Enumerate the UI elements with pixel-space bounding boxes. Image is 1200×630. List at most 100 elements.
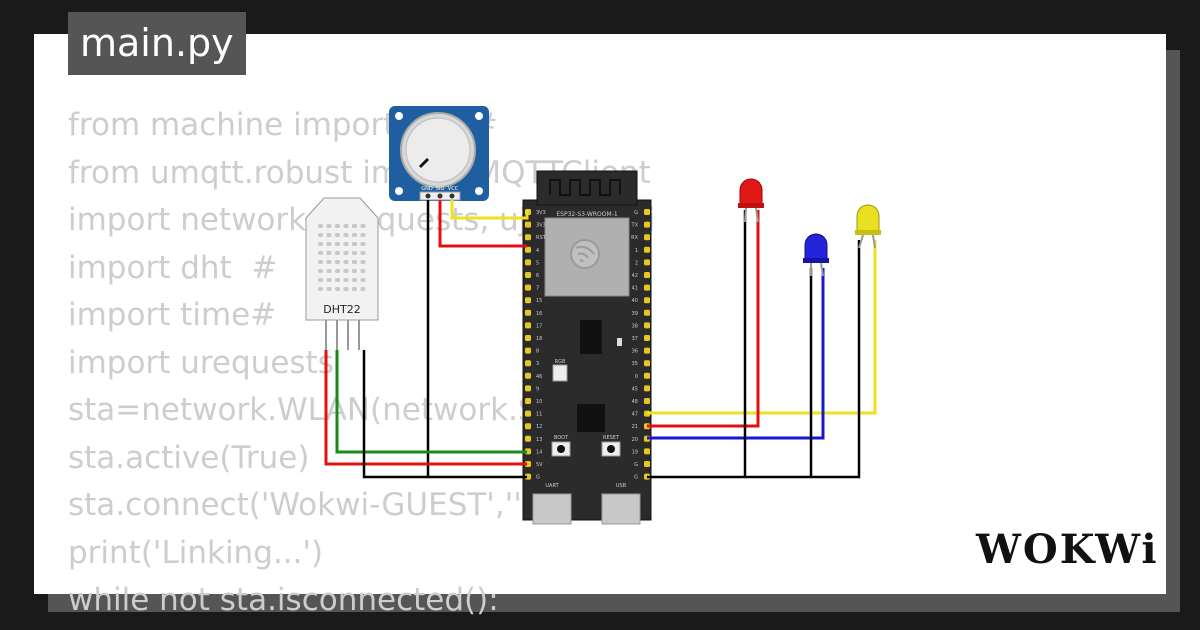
pin-pad[interactable] [525,372,531,379]
dht22-body[interactable] [305,197,379,321]
grille-hole [352,287,357,291]
grille-hole [318,242,323,246]
potentiometer-pointer [418,157,430,169]
grille-hole [360,260,366,264]
wire-yellow-led [647,240,877,415]
pin-label: 37 [632,336,638,342]
yellow-led-rim [855,230,881,235]
pin-label: 21 [632,424,638,430]
grille-hole [335,242,340,246]
antenna-trace [549,179,621,196]
pin-pad[interactable] [644,398,650,404]
pin-pad[interactable] [525,435,531,442]
pin-label: 19 [632,449,638,455]
wire-red-led [647,210,760,428]
pin-label: G [634,210,638,216]
potentiometer-hole-4 [475,187,483,195]
red-led-rim [738,203,764,208]
pin-label: 0 [635,374,638,380]
pin-label: 13 [536,437,542,443]
pin-label: 6 [536,273,539,279]
pin-pad[interactable] [525,272,531,278]
code-line: sta.connect('Wokwi-GUEST','') [68,487,534,523]
pin-label: RX [631,235,638,241]
grille-hole [326,224,332,228]
pin-label: 9 [536,386,539,392]
grille-hole [343,269,349,273]
file-title-tab[interactable]: main.py [68,12,246,75]
pin-pad[interactable] [525,322,531,329]
pin-pad[interactable] [525,309,531,316]
pin-pad[interactable] [644,297,650,304]
pin-pad[interactable] [644,259,650,266]
grille-hole [352,260,357,264]
grille-hole [318,251,323,255]
pin-pad[interactable] [525,234,531,241]
pin-pad[interactable] [525,347,531,354]
pin-pad[interactable] [644,209,650,215]
potentiometer-hole-1 [395,112,403,120]
dht22-label: DHT22 [323,303,360,316]
grille-hole [326,260,332,264]
pin-pad[interactable] [644,322,650,329]
pin-pad[interactable] [525,246,531,253]
usb-port[interactable] [601,493,641,525]
pin-pad[interactable] [525,259,531,266]
grille-hole [352,251,357,255]
pin-pad[interactable] [644,372,650,379]
pin-pad[interactable] [644,335,650,341]
blue-led-leg-b [820,262,824,277]
red-led[interactable] [738,178,764,223]
pin-pad[interactable] [525,335,531,341]
grille-hole [326,251,332,255]
pin-pad[interactable] [644,284,650,291]
yellow-led[interactable] [855,204,881,249]
potentiometer-knob[interactable] [405,117,471,183]
pin-pad[interactable] [644,221,650,228]
pin-pad[interactable] [644,309,650,316]
pin-pad[interactable] [644,461,650,467]
pin-label: 10 [536,399,542,405]
pin-pad[interactable] [644,272,650,278]
pin-label: 18 [536,336,542,342]
pin-label: 17 [536,323,542,329]
pin-pad[interactable] [644,246,650,253]
pin-pad[interactable] [644,234,650,241]
grille-hole [318,224,323,228]
uart-port[interactable] [532,493,572,525]
board-name: ESP32-S3-WROOM-1 [556,211,617,218]
pin-pad[interactable] [525,284,531,291]
pin-pad[interactable] [525,410,531,417]
pin-pad[interactable] [525,221,531,228]
grille-hole [343,251,349,255]
potentiometer-hole-3 [395,187,403,195]
pin-pad[interactable] [644,360,650,367]
pin-label: G [634,475,638,481]
grille-hole [352,224,357,228]
grille-hole [335,224,340,228]
pin-label: 8 [536,349,539,355]
grille-hole [343,224,349,228]
pin-label: 47 [632,412,638,418]
pin-pad[interactable] [525,385,531,392]
pin-pad[interactable] [525,297,531,304]
pot-pin-vcc-hole [449,193,455,199]
grille-hole [343,242,349,246]
pin-pad[interactable] [525,360,531,367]
pin-pad[interactable] [644,448,650,455]
pin-pad[interactable] [525,398,531,404]
pin-label: 12 [536,424,542,430]
code-line: import time# [68,297,277,333]
pin-label: 15 [536,298,542,304]
dht22-grille [318,224,366,291]
grille-hole [360,269,366,273]
pin-pad[interactable] [525,423,531,430]
grille-hole [326,287,332,291]
pin-label: 48 [632,399,638,405]
pin-pad[interactable] [644,385,650,392]
wire-blue-led [647,268,825,440]
blue-led[interactable] [803,233,829,277]
pin-label: 39 [632,311,638,317]
pin-pad[interactable] [644,347,650,354]
grille-hole [352,233,357,237]
